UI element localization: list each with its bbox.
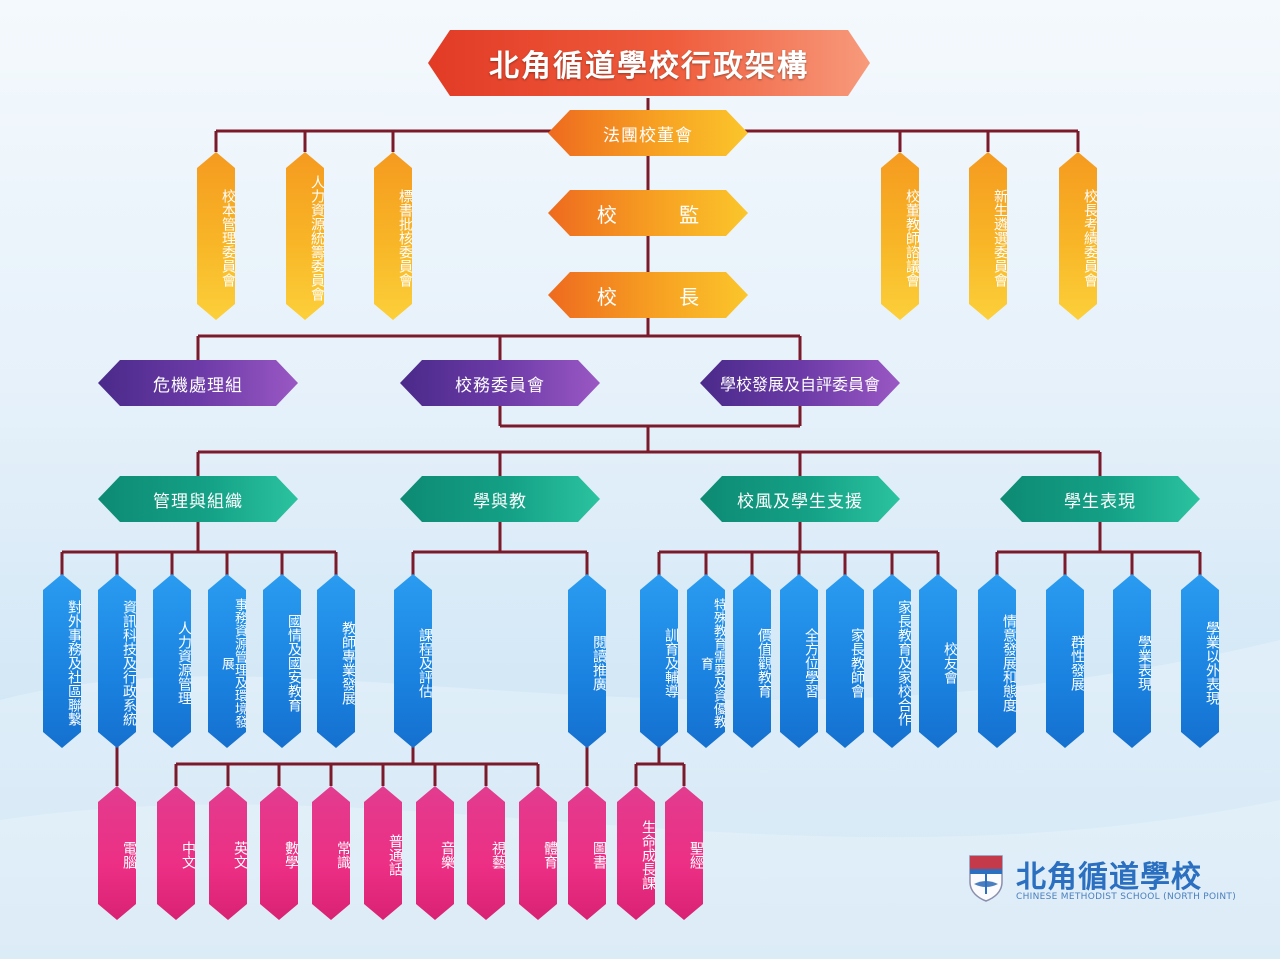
subject-music: 音樂 — [416, 786, 454, 920]
committee-human-resources: 人力資源統籌委員會 — [286, 152, 324, 320]
school-board-node: 法團校董會 — [548, 110, 748, 156]
subject-life-education: 生命成長課 — [617, 786, 655, 920]
unit-reading-promotion: 閱讀推廣 — [568, 574, 606, 748]
unit-pta: 家長教師會 — [826, 574, 864, 748]
committee-school-based-management: 校本管理委員會 — [197, 152, 235, 320]
unit-values-education: 價值觀教育 — [733, 574, 771, 748]
principal-node: 校 長 — [548, 272, 748, 318]
subject-physical-education: 體育 — [519, 786, 557, 920]
committee-admission: 新生遴選委員會 — [969, 152, 1007, 320]
school-crest-icon — [969, 855, 1003, 902]
unit-academic-performance: 學業表現 — [1113, 574, 1151, 748]
unit-social-development: 群性發展 — [1046, 574, 1084, 748]
unit-teacher-development: 教師專業發展 — [317, 574, 355, 748]
subject-computer: 電腦 — [98, 786, 136, 920]
unit-alumni: 校友會 — [919, 574, 957, 748]
page-title: 北角循道學校行政架構 — [428, 30, 870, 96]
school-name: 北角循道學校 — [1016, 860, 1202, 895]
subject-library: 圖書 — [568, 786, 606, 920]
school-affairs-committee-node: 校務委員會 — [400, 360, 600, 406]
subject-bible: 聖經 — [665, 786, 703, 920]
school-english-name: CHINESE METHODIST SCHOOL (NORTH POINT) — [1016, 892, 1237, 902]
domain-learning-teaching-node: 學與教 — [400, 476, 600, 522]
unit-external-affairs: 對外事務及社區聯繫 — [43, 574, 81, 748]
domain-student-performance-node: 學生表現 — [1000, 476, 1200, 522]
unit-resources-environment: 事務資源管理及環境發展 — [208, 574, 246, 748]
supervisor-node: 校 監 — [548, 190, 748, 236]
unit-affective-development: 情意發展和態度 — [978, 574, 1016, 748]
domain-management-node: 管理與組織 — [98, 476, 298, 522]
unit-parent-education: 家長教育及家校合作 — [873, 574, 911, 748]
unit-life-wide-learning: 全方位學習 — [780, 574, 818, 748]
school-development-committee-node: 學校發展及自評委員會 — [700, 360, 900, 406]
subject-english: 英文 — [209, 786, 247, 920]
subject-visual-arts: 視藝 — [467, 786, 505, 920]
unit-human-resources: 人力資源管理 — [153, 574, 191, 748]
unit-curriculum-assessment: 課程及評估 — [394, 574, 432, 748]
domain-student-support-node: 校風及學生支援 — [700, 476, 900, 522]
unit-national-education: 國情及國安教育 — [263, 574, 301, 748]
subject-chinese: 中文 — [157, 786, 195, 920]
unit-special-education: 特殊教育需要及資優教育 — [687, 574, 725, 748]
unit-non-academic-performance: 學業以外表現 — [1181, 574, 1219, 748]
subject-general-studies: 常識 — [312, 786, 350, 920]
subject-mathematics: 數學 — [260, 786, 298, 920]
crisis-management-node: 危機處理組 — [98, 360, 298, 406]
subject-putonghua: 普通話 — [364, 786, 402, 920]
committee-teacher-consultation: 校董教師諮議會 — [881, 152, 919, 320]
committee-principal-appraisal: 校長考績委員會 — [1059, 152, 1097, 320]
committee-tender-approval: 標書批核委員會 — [374, 152, 412, 320]
unit-it-admin: 資訊科技及行政系統 — [98, 574, 136, 748]
school-logo: 北角循道學校 CHINESE METHODIST SCHOOL (NORTH P… — [968, 852, 1236, 908]
unit-guidance-discipline: 訓育及輔導 — [640, 574, 678, 748]
